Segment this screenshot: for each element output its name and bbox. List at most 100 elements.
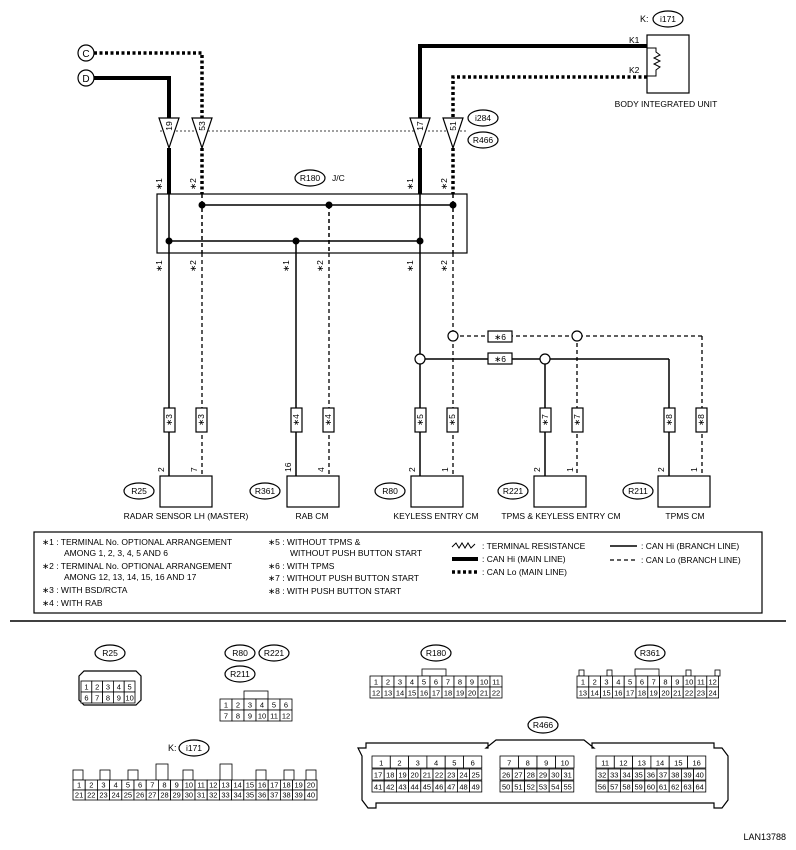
svg-text:i171: i171 xyxy=(660,14,676,24)
pin-number: 16 xyxy=(420,689,428,698)
pin-number: 64 xyxy=(696,783,704,792)
pin-number: 20 xyxy=(661,689,669,698)
pin-number: 21 xyxy=(673,689,681,698)
svg-text:R211: R211 xyxy=(230,669,250,679)
pin-cell xyxy=(463,755,483,769)
pin-number: 38 xyxy=(671,771,679,780)
pin-number: 34 xyxy=(234,791,242,800)
svg-text:K1: K1 xyxy=(629,35,640,45)
svg-text:R221: R221 xyxy=(264,648,285,658)
svg-text:RAB CM: RAB CM xyxy=(295,511,328,521)
pin-number: 8 xyxy=(162,781,166,790)
svg-text:K2: K2 xyxy=(629,65,640,75)
pin-number: 2 xyxy=(236,701,240,710)
svg-text:∗7: ∗7 xyxy=(572,414,582,426)
pin-number: 12 xyxy=(372,689,380,698)
pin-number: 33 xyxy=(221,791,229,800)
pin-number: 19 xyxy=(398,771,406,780)
pin-number: 10 xyxy=(561,759,569,768)
pin-number: 20 xyxy=(468,689,476,698)
pin-number: 19 xyxy=(456,689,464,698)
terminal-c: C xyxy=(77,44,95,62)
pin-number: 27 xyxy=(148,791,156,800)
pin-number: 1 xyxy=(224,701,228,710)
pin-number: 55 xyxy=(563,783,571,792)
body-integrated-unit-label: BODY INTEGRATED UNIT xyxy=(615,99,718,109)
pin-number: 10 xyxy=(185,781,193,790)
pin-number: 3 xyxy=(416,759,420,768)
pin-number: 31 xyxy=(563,771,571,780)
pin-number: 6 xyxy=(434,678,438,687)
pin-number: 1 xyxy=(77,781,81,790)
svg-text:∗1: ∗1 xyxy=(154,178,164,190)
pin-number: 17 xyxy=(374,771,382,780)
pin-number: 24 xyxy=(459,771,467,780)
pin-number: 29 xyxy=(173,791,181,800)
pin-number: 7 xyxy=(507,759,511,768)
pin-number: 5 xyxy=(128,683,132,692)
pin-number: 14 xyxy=(591,689,599,698)
pin-number: 47 xyxy=(447,783,455,792)
pin-number: 58 xyxy=(622,783,630,792)
pin-number: 13 xyxy=(638,759,646,768)
svg-text:∗7 : WITHOUT PUSH BUTTON START: ∗7 : WITHOUT PUSH BUTTON START xyxy=(268,573,419,583)
pin-number: 10 xyxy=(125,694,133,703)
pin-cell xyxy=(693,780,707,793)
pin-number: 20 xyxy=(411,771,419,780)
svg-text:∗2: ∗2 xyxy=(439,260,449,272)
pin-number: 16 xyxy=(258,781,266,790)
pin-number: 12 xyxy=(209,781,217,790)
svg-text:WITHOUT PUSH BUTTON START: WITHOUT PUSH BUTTON START xyxy=(290,548,422,558)
pin-number: 1 xyxy=(84,683,88,692)
svg-text:∗4 : WITH RAB: ∗4 : WITH RAB xyxy=(42,598,103,608)
svg-text:K:: K: xyxy=(168,743,177,753)
pin-number: 12 xyxy=(709,678,717,687)
pin-number: 11 xyxy=(197,781,205,790)
pin-cell xyxy=(489,686,503,699)
pin-number: 37 xyxy=(270,791,278,800)
svg-text:∗5: ∗5 xyxy=(447,414,457,426)
terminal-d: D xyxy=(77,69,95,87)
svg-text:∗6: ∗6 xyxy=(494,332,506,342)
pin-number: 12 xyxy=(282,712,290,721)
pin-number: 8 xyxy=(663,678,667,687)
pin-number: 8 xyxy=(106,694,110,703)
pin-number: 26 xyxy=(136,791,144,800)
unit-radar-sensor: 2 7 R25 RADAR SENSOR LH (MASTER) xyxy=(123,467,249,521)
pin-number: 2 xyxy=(95,683,99,692)
pin-number: 59 xyxy=(635,783,643,792)
svg-text:1: 1 xyxy=(440,467,450,472)
svg-text:∗7: ∗7 xyxy=(540,414,550,426)
pin-number: 36 xyxy=(647,771,655,780)
pin-number: 6 xyxy=(84,694,88,703)
pin-number: 46 xyxy=(435,783,443,792)
svg-text:: CAN Hi (BRANCH LINE): : CAN Hi (BRANCH LINE) xyxy=(641,541,739,551)
legend-left: ∗1 : TERMINAL No. OPTIONAL ARRANGEMENT A… xyxy=(42,537,232,608)
figure-id: LAN13788 xyxy=(743,832,786,842)
pin-number: 5 xyxy=(272,701,276,710)
pin-number: 10 xyxy=(685,678,693,687)
pin-number: 9 xyxy=(175,781,179,790)
pin-number: 36 xyxy=(258,791,266,800)
pin-number: 27 xyxy=(514,771,522,780)
pin-number: 20 xyxy=(307,781,315,790)
svg-text:∗8: ∗8 xyxy=(664,414,674,426)
svg-text:RADAR SENSOR LH (MASTER): RADAR SENSOR LH (MASTER) xyxy=(124,511,249,521)
svg-text:1: 1 xyxy=(689,467,699,472)
pin-number: 30 xyxy=(551,771,559,780)
option-tags: ∗3 ∗3 ∗4 ∗4 ∗5 ∗5 ∗7 ∗7 ∗8 ∗8 xyxy=(163,407,708,433)
pin-cell xyxy=(561,768,575,781)
svg-text:i171: i171 xyxy=(186,743,202,753)
terminal-resistor-icon xyxy=(647,47,662,77)
pin-number: 1 xyxy=(374,678,378,687)
svg-text:D: D xyxy=(82,74,89,85)
bcm-connector-ref: K: i171 xyxy=(640,10,684,28)
pin-cell xyxy=(123,691,136,704)
joint-connector xyxy=(156,193,468,254)
pin-number: 4 xyxy=(114,781,118,790)
